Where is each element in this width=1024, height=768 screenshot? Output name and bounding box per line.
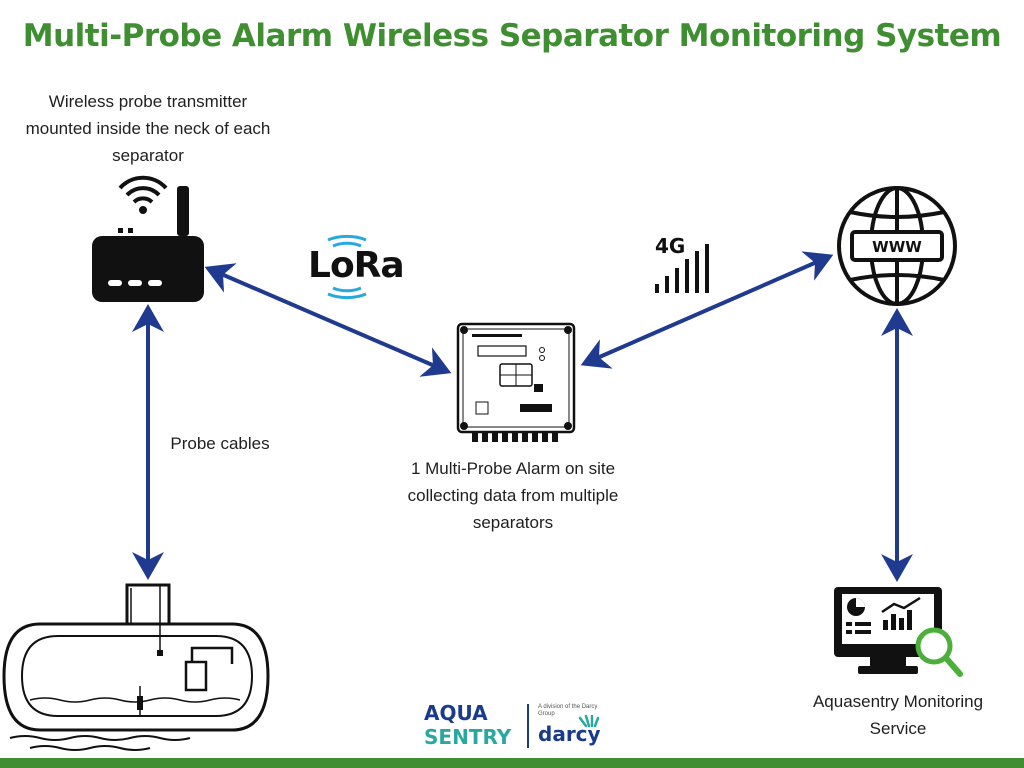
alarm-panel-icon xyxy=(456,322,576,442)
arrow-transmitter-alarm xyxy=(204,263,452,377)
connection-arrows xyxy=(132,251,913,582)
darcy-logo-icon xyxy=(578,714,600,728)
aquasentry-darcy-logo: AQUA SENTRY A division of the Darcy Grou… xyxy=(424,700,624,754)
4g-label: 4G xyxy=(655,234,686,258)
globe-icon xyxy=(837,186,957,306)
arrow-alarm-globe xyxy=(580,251,834,369)
probe-cables-caption: Probe cables xyxy=(170,434,270,453)
bottom-green-bar xyxy=(0,758,1024,768)
www-label: WWW xyxy=(872,238,922,256)
monitor-analytics-icon xyxy=(834,587,963,677)
separator-tank-icon xyxy=(2,583,270,751)
alarm-caption: 1 Multi-Probe Alarm on site collecting d… xyxy=(407,459,619,532)
page-title: Multi-Probe Alarm Wireless Separator Mon… xyxy=(22,18,1002,54)
logo-aqua: AQUA xyxy=(424,701,488,725)
logo-sentry: SENTRY xyxy=(424,725,512,749)
transmitter-caption: Wireless probe transmitter mounted insid… xyxy=(25,92,271,165)
router-icon xyxy=(92,175,204,302)
logo-divider xyxy=(527,704,529,748)
logo-darcy: darcy xyxy=(538,722,601,746)
logo-division-note: A division of the Darcy Group xyxy=(538,704,598,717)
monitoring-caption: Aquasentry Monitoring Service xyxy=(812,692,984,738)
lora-label: LoRa xyxy=(308,245,405,286)
